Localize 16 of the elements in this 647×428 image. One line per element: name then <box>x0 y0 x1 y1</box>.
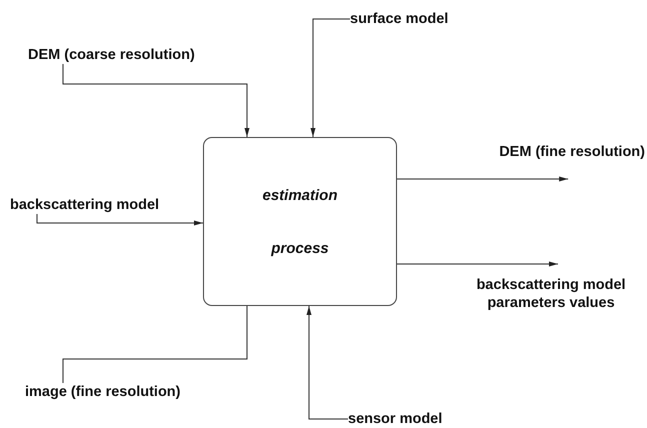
arrow <box>396 176 569 182</box>
data-label: backscattering model <box>10 196 160 214</box>
process-box <box>203 137 397 306</box>
arrow <box>36 214 204 226</box>
data-label: backscattering model parameters values <box>459 276 643 312</box>
data-label: DEM (fine resolution) <box>499 143 645 161</box>
data-label: sensor model <box>348 410 442 428</box>
data-label: image (fine resolution) <box>25 383 180 401</box>
data-label: surface model <box>350 10 448 28</box>
data-label: DEM (coarse resolution) <box>28 46 195 64</box>
arrow <box>396 262 558 266</box>
arrow <box>306 306 348 420</box>
arrow <box>310 18 350 138</box>
process-label: estimation process <box>261 186 338 258</box>
arrow <box>62 64 250 138</box>
connector-line <box>62 306 248 384</box>
